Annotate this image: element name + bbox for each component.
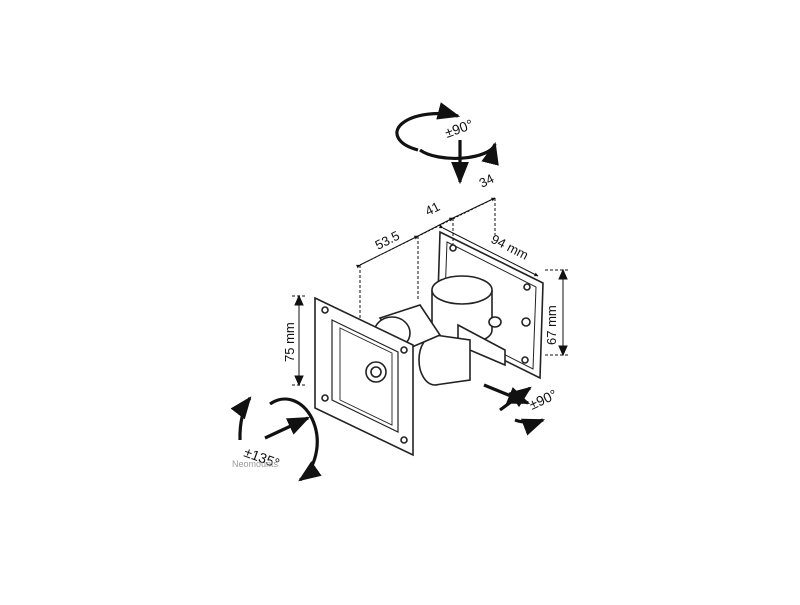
brand-logo: Neomounts [232, 459, 279, 469]
dim-34: 34 [477, 171, 497, 191]
vesa-plate [314, 296, 414, 457]
rotation-label-right: ±90° [527, 386, 560, 413]
rotation-arrow-left [230, 396, 322, 482]
dim-67: 67 mm [544, 305, 559, 345]
dim-75: 75 mm [282, 322, 297, 362]
rotation-arrow-top [395, 102, 499, 185]
swivel-joint [373, 275, 506, 386]
dimension-lines [292, 197, 570, 387]
dim-94: 94 mm [489, 231, 531, 262]
dim-53-5: 53.5 [373, 228, 402, 253]
dim-41: 41 [423, 199, 443, 219]
rotation-arrow-right [483, 383, 546, 436]
rotation-label-top: ±90° [443, 116, 476, 141]
